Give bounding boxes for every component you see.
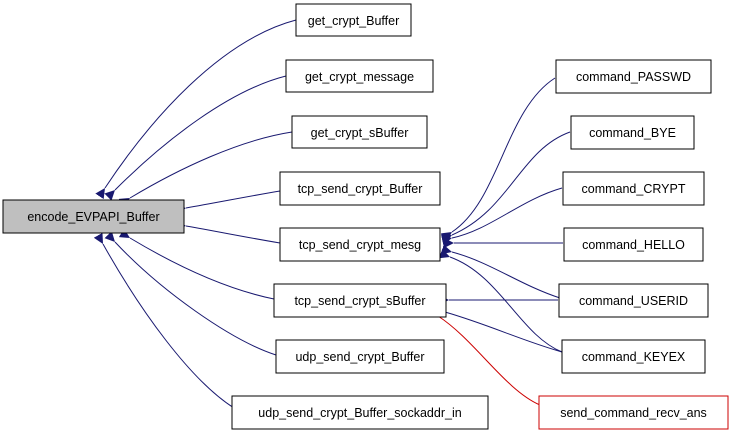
node-get-crypt-sbuffer[interactable]: get_crypt_sBuffer bbox=[291, 115, 428, 149]
edge-udp-send-crypt-buffer-sockaddr-in bbox=[93, 232, 235, 409]
node-udp-send-crypt-buffer-sockaddr-in[interactable]: udp_send_crypt_Buffer_sockaddr_in bbox=[231, 395, 489, 430]
node-label: tcp_send_crypt_mesg bbox=[299, 238, 421, 252]
node-label: command_KEYEX bbox=[582, 350, 686, 364]
node-get-crypt-message[interactable]: get_crypt_message bbox=[285, 59, 434, 93]
node-label: command_BYE bbox=[589, 126, 676, 140]
node-label: command_CRYPT bbox=[582, 182, 686, 196]
node-command-userid[interactable]: command_USERID bbox=[558, 283, 709, 318]
node-tcp-send-crypt-mesg[interactable]: tcp_send_crypt_mesg bbox=[279, 227, 441, 262]
edge-send-command-recv-ans-to-sbuffer bbox=[426, 306, 541, 406]
edge-get-crypt-buffer bbox=[95, 19, 297, 200]
node-command-keyex[interactable]: command_KEYEX bbox=[561, 339, 706, 374]
edge-keyex-to-sbuffer bbox=[434, 304, 563, 353]
node-send-command-recv-ans[interactable]: send_command_recv_ans bbox=[538, 395, 729, 430]
node-label: tcp_send_crypt_Buffer bbox=[298, 182, 423, 196]
node-label: udp_send_crypt_Buffer bbox=[295, 350, 424, 364]
node-label: get_crypt_Buffer bbox=[308, 14, 400, 28]
node-label: command_PASSWD bbox=[576, 70, 691, 84]
node-label: command_HELLO bbox=[582, 238, 685, 252]
node-encode-evpapi-buffer[interactable]: encode_EVPAPI_Buffer bbox=[2, 199, 185, 234]
edge-get-crypt-message bbox=[104, 75, 287, 201]
node-command-crypt[interactable]: command_CRYPT bbox=[562, 171, 705, 206]
edge-udp-send-crypt-buffer bbox=[104, 231, 277, 356]
node-label: encode_EVPAPI_Buffer bbox=[27, 210, 159, 224]
node-udp-send-crypt-buffer[interactable]: udp_send_crypt_Buffer bbox=[275, 339, 445, 374]
node-label: command_USERID bbox=[579, 294, 688, 308]
node-command-bye[interactable]: command_BYE bbox=[570, 115, 695, 150]
node-label: get_crypt_sBuffer bbox=[311, 126, 409, 140]
node-command-hello[interactable]: command_HELLO bbox=[563, 227, 704, 262]
node-label: tcp_send_crypt_sBuffer bbox=[294, 294, 425, 308]
node-label: send_command_recv_ans bbox=[560, 406, 707, 420]
edge-bye-to-mesg bbox=[440, 131, 571, 244]
node-get-crypt-buffer[interactable]: get_crypt_Buffer bbox=[295, 3, 412, 37]
edge-get-crypt-sbuffer bbox=[118, 131, 293, 208]
edge-tcp-send-crypt-mesg bbox=[175, 219, 281, 244]
edge-crypt-to-mesg bbox=[441, 187, 563, 245]
edge-tcp-send-crypt-sbuffer bbox=[118, 228, 275, 300]
edge-keyex-to-mesg bbox=[438, 248, 563, 353]
edges-to-root bbox=[93, 19, 297, 409]
edge-passwd-to-mesg bbox=[440, 77, 556, 242]
node-label: get_crypt_message bbox=[305, 70, 414, 84]
edge-userid-to-mesg bbox=[441, 244, 561, 299]
edge-tcp-send-crypt-buffer bbox=[175, 190, 281, 215]
node-tcp-send-crypt-sbuffer[interactable]: tcp_send_crypt_sBuffer bbox=[273, 283, 447, 318]
node-command-passwd[interactable]: command_PASSWD bbox=[555, 59, 712, 94]
edges-to-level1 bbox=[426, 77, 571, 406]
node-tcp-send-crypt-buffer[interactable]: tcp_send_crypt_Buffer bbox=[279, 171, 441, 206]
node-label: udp_send_crypt_Buffer_sockaddr_in bbox=[258, 406, 461, 420]
